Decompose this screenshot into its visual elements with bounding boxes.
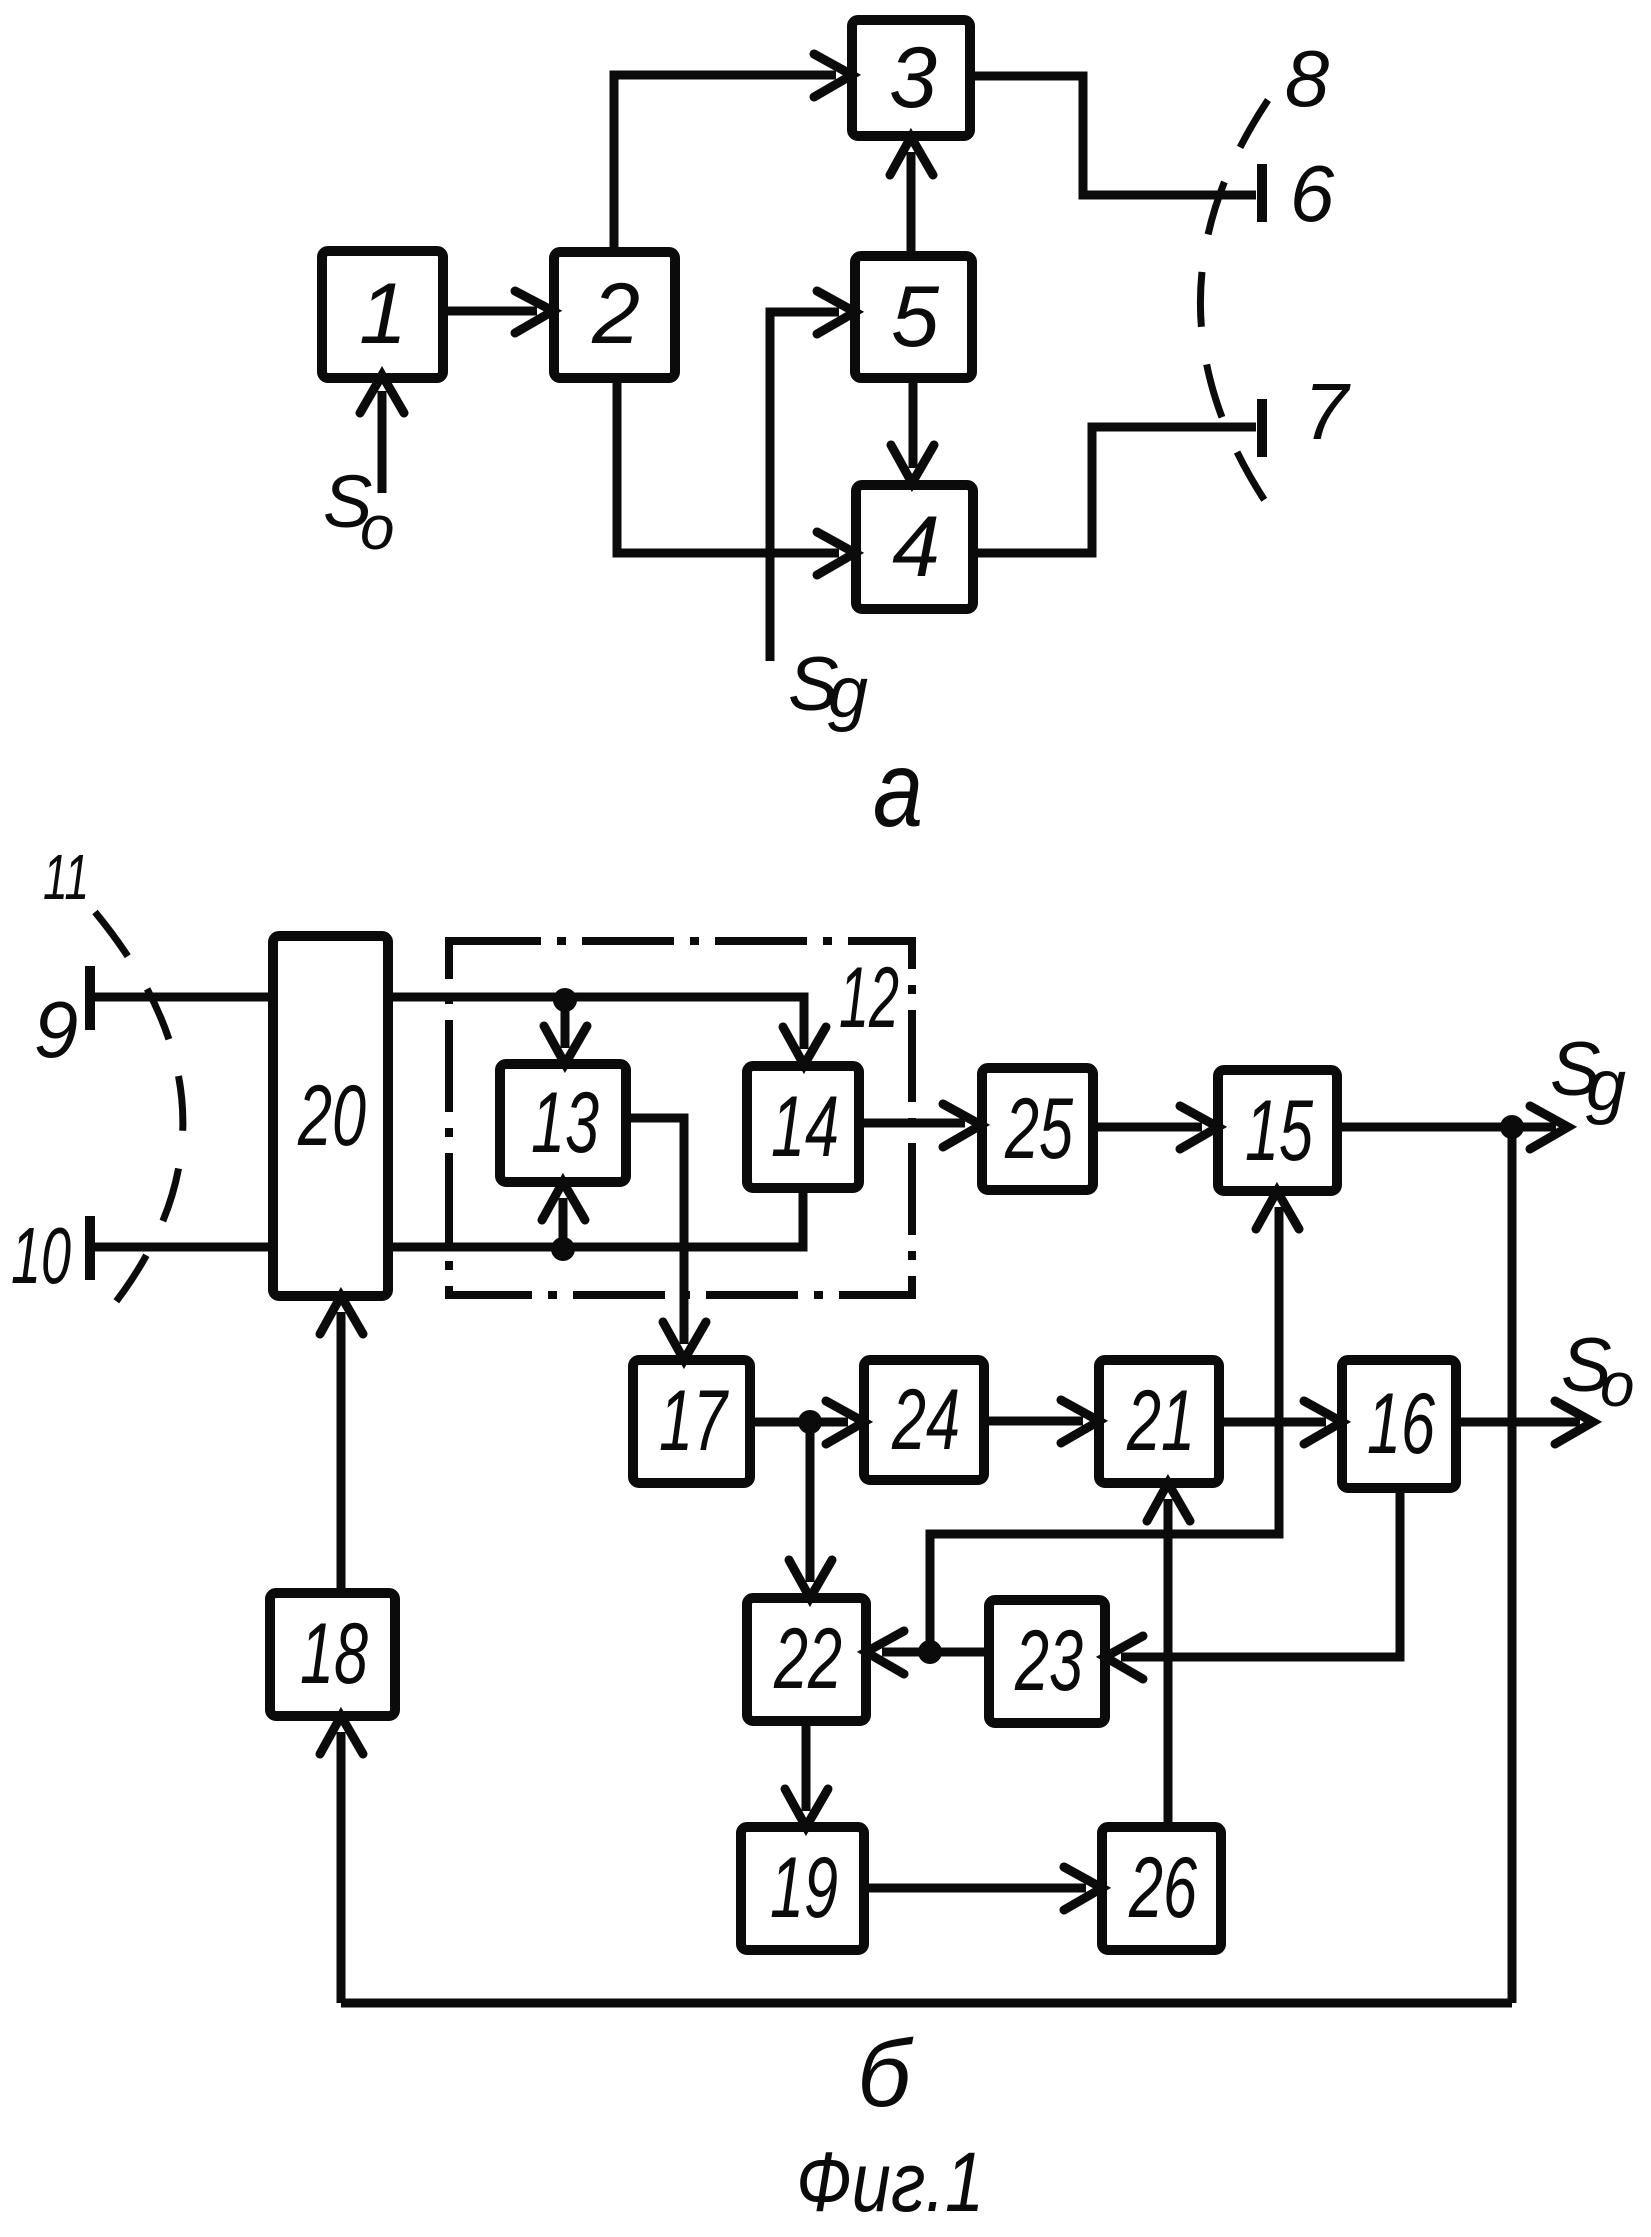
svg-text:20: 20 (297, 1068, 366, 1164)
svg-text:б: б (857, 2021, 914, 2127)
svg-text:6: 6 (1290, 149, 1335, 238)
svg-text:3: 3 (889, 30, 937, 126)
svg-text:14: 14 (771, 1079, 839, 1175)
svg-text:o: o (360, 494, 394, 563)
svg-text:o: o (1600, 1351, 1634, 1420)
svg-text:1: 1 (359, 266, 407, 362)
svg-text:13: 13 (531, 1075, 599, 1171)
svg-text:19: 19 (770, 1840, 838, 1936)
svg-text:7: 7 (1304, 367, 1351, 456)
svg-text:S: S (323, 460, 372, 543)
svg-text:26: 26 (1128, 1840, 1197, 1936)
svg-text:11: 11 (43, 841, 89, 913)
svg-text:5: 5 (891, 269, 940, 365)
svg-text:8: 8 (1285, 34, 1330, 123)
svg-text:9: 9 (34, 985, 79, 1074)
svg-text:18: 18 (300, 1606, 368, 1702)
svg-text:22: 22 (773, 1611, 842, 1707)
svg-text:4: 4 (892, 499, 940, 595)
svg-text:25: 25 (1004, 1081, 1074, 1177)
svg-text:S: S (1561, 1323, 1612, 1408)
svg-text:17: 17 (659, 1373, 729, 1469)
svg-text:15: 15 (1245, 1083, 1314, 1179)
svg-text:24: 24 (891, 1372, 960, 1468)
svg-text:21: 21 (1126, 1373, 1195, 1469)
svg-text:g: g (828, 653, 868, 733)
svg-text:2: 2 (591, 266, 640, 362)
svg-text:16: 16 (1367, 1376, 1435, 1472)
svg-text:S: S (1550, 1027, 1601, 1112)
svg-text:23: 23 (1014, 1613, 1083, 1709)
svg-text:S: S (788, 642, 839, 727)
svg-text:g: g (1586, 1046, 1626, 1126)
svg-text:10: 10 (11, 1211, 71, 1300)
svg-text:a: a (873, 728, 923, 849)
svg-text:12: 12 (839, 950, 899, 1046)
svg-text:Фиг.1: Фиг.1 (796, 2135, 984, 2229)
